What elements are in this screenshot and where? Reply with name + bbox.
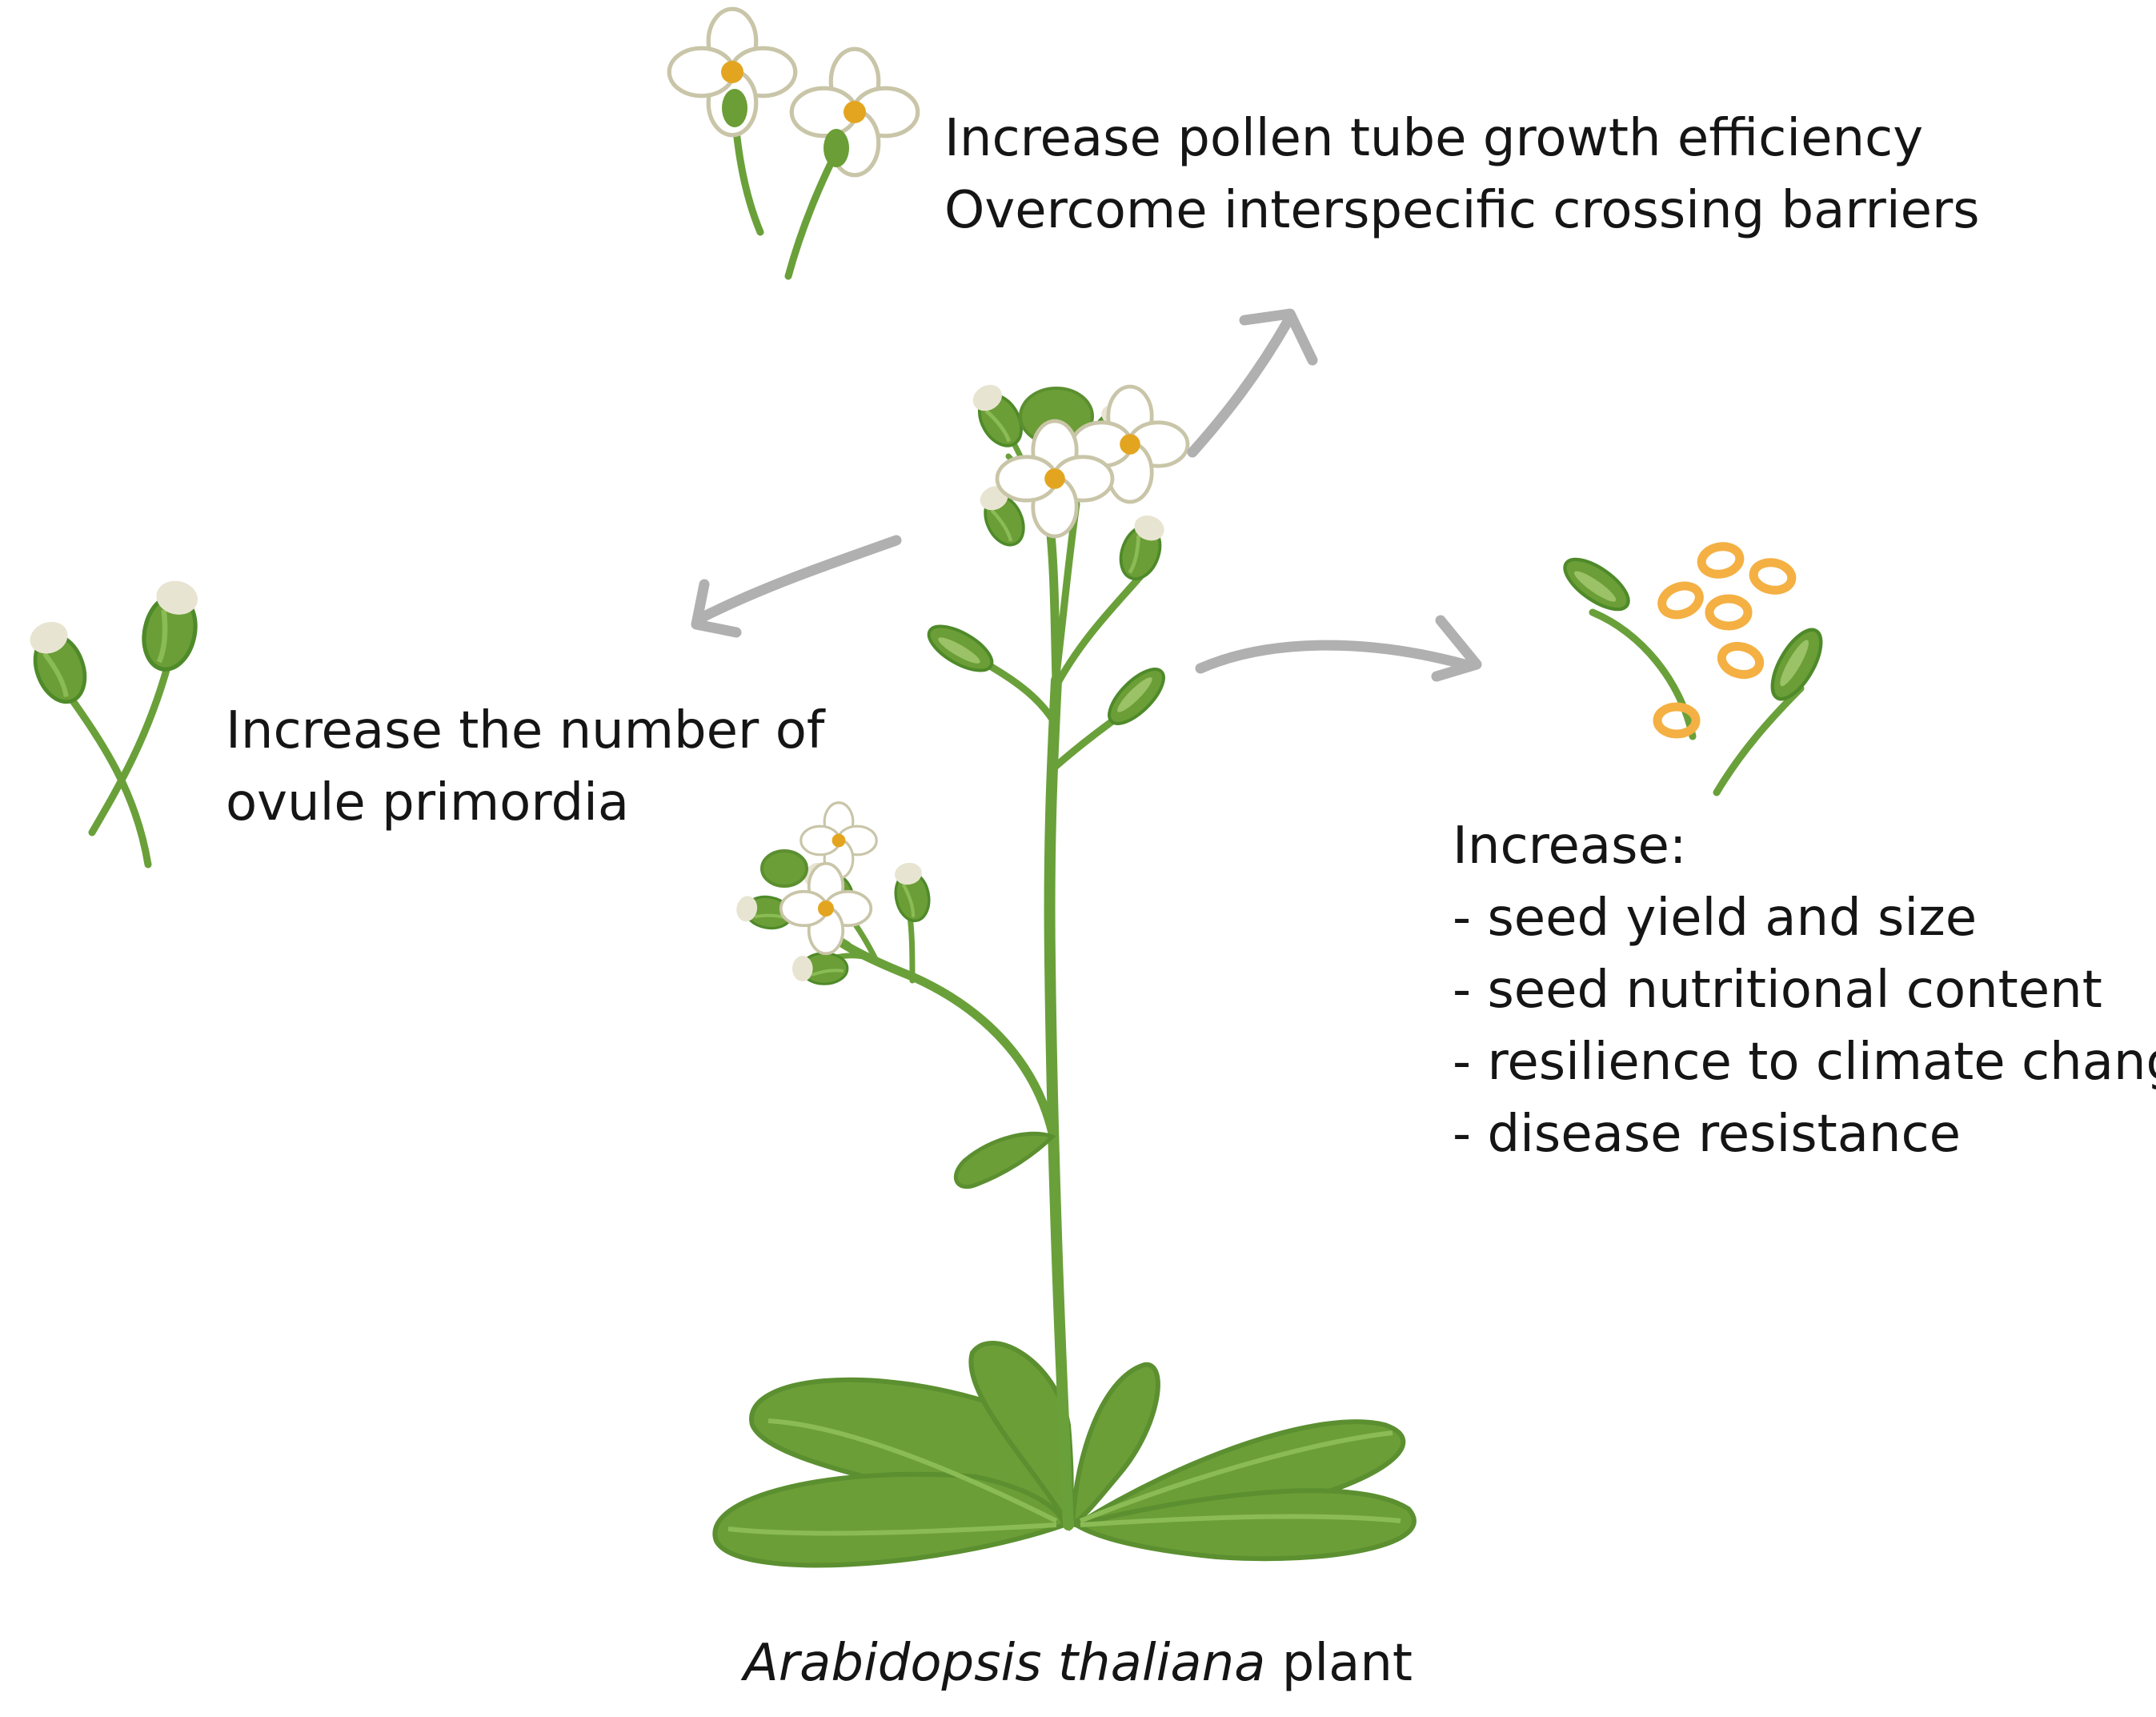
flower-inset [669,9,918,280]
seed-benefit-item: - disease resistance [1453,1105,1962,1164]
seed-icon [1657,544,1794,734]
arrow-icon [691,308,1482,682]
species-name: Arabidopsis thaliana [743,1634,1266,1693]
seed-inset [1557,544,1831,796]
seed-benefit-item: - seed nutritional content [1453,961,2102,1020]
pollen-tube-label: Increase pollen tube growth efficiency O… [944,102,1980,247]
seed-benefit-item: - seed yield and size [1453,889,1978,948]
bud-inset [22,576,205,869]
rosette-leaves [712,1341,1417,1568]
seed-benefits-label: Increase: - seed yield and size - seed n… [1453,810,2156,1170]
ovule-line-1: Increase the number of [226,701,825,760]
caption-suffix: plant [1265,1634,1413,1693]
pollen-tube-line-2: Overcome interspecific crossing barriers [944,181,1980,240]
seed-benefits-heading: Increase: [1453,816,1687,876]
stem-leaves [953,1131,1056,1189]
bud-icon [734,378,1170,984]
ovule-label: Increase the number of ovule primordia [226,695,824,839]
ovule-line-2: ovule primordia [226,773,630,832]
seed-benefit-item: - resilience to climate change [1453,1033,2156,1092]
pollen-tube-line-1: Increase pollen tube growth efficiency [944,109,1924,168]
plant-caption: Arabidopsis thaliana plant [0,1627,2156,1699]
